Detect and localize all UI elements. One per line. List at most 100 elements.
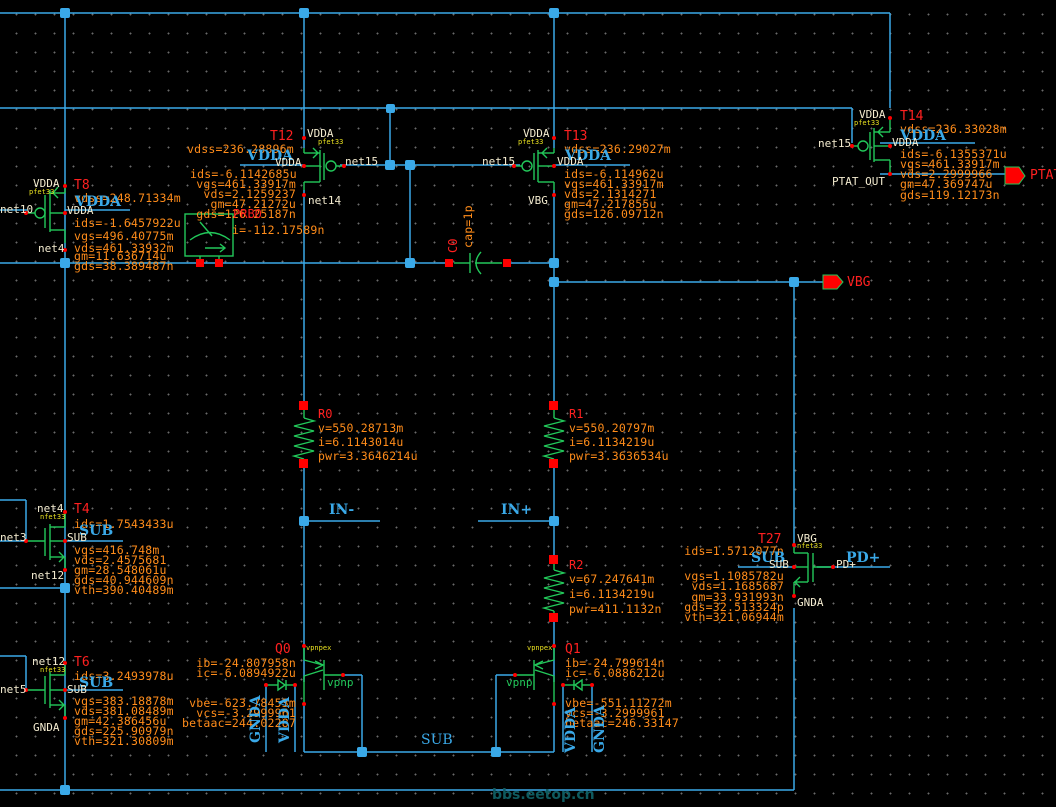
terminal [299,459,308,468]
t14-gate-net: net15 [818,137,852,150]
pin-ptat-label[interactable]: PTAT [1030,168,1056,183]
transistor-T13[interactable] [514,147,555,190]
t12-vgs: vgs=461.33917m [196,177,296,191]
probe-PRB0[interactable] [184,213,234,263]
t14-vdss: vdss=236.33028m [900,122,1007,136]
junction [405,160,415,170]
resistor-R0[interactable] [291,410,317,466]
t13-vdss: vdss=236.29027m [564,142,671,156]
t8-ids: ids=-1.6457922u [74,216,181,230]
t6-instance-name[interactable]: T6 [74,655,90,670]
t4-wire-label[interactable]: SUB [79,523,114,539]
t27-source-net: GNDA [797,596,824,609]
t12-gm: gm=47.21272u [210,197,296,211]
transistor-T8[interactable] [27,183,66,243]
sub-net-label[interactable]: SUB [421,732,453,748]
t13-bulk-net: VDDA [557,155,584,168]
t8-source-net: VDDA [33,177,60,190]
t6-ids: ids=3.2493978u [74,669,174,683]
transistor-T12[interactable] [303,147,344,190]
q1-gnda-label[interactable]: GNDA [592,705,608,753]
q0-model: vpnpex [306,644,332,652]
t27-wire-label[interactable]: SUB [751,550,786,566]
junction [549,277,559,287]
transistor-T6[interactable] [26,663,66,718]
t6-gds: gds=225.90979n [74,724,174,738]
pd-plus-label[interactable]: PD+ [846,550,881,566]
t8-model: pfet33 [29,188,55,196]
in-minus-label[interactable]: IN- [329,502,355,518]
transistor-T4[interactable] [26,512,66,570]
transistor-T14[interactable] [852,118,891,174]
junction [60,258,70,268]
probe-current: i=-112.17589n [232,223,325,237]
t14-drain-net: PTAT_OUT [832,175,885,188]
t14-wire-label[interactable]: VDDA [900,128,947,144]
junction [549,516,559,526]
t13-gds: gds=126.09712n [564,207,664,221]
watermark: bbs.eetop.cn [492,787,595,803]
pin-ptat-shape[interactable] [1004,166,1026,185]
transistor-T27[interactable] [793,545,833,596]
q1-betaac: betaac=246.33147 [565,716,679,730]
t27-vds: vds=1.1685687 [691,579,784,593]
resistor-R2[interactable] [541,562,567,620]
t13-wire-label[interactable]: VDDA [565,148,612,164]
terminal [196,259,204,267]
t27-vgs: vgs=1.1085782u [684,569,784,583]
t8-wire-label[interactable]: VDDA [75,194,122,210]
t14-bulk-net: VDDA [892,136,919,149]
t13-instance-name[interactable]: T13 [564,129,588,144]
c0-instance-name[interactable]: C0 [446,238,460,253]
pin-vbg-label[interactable]: VBG [847,275,871,290]
bjt-Q1[interactable] [515,648,592,704]
t12-model: pfet33 [318,138,344,146]
junction [299,516,309,526]
t27-instance-name[interactable]: T27 [758,532,782,547]
r0-current: i=6.1143014u [318,435,404,449]
q0-gnda-label[interactable]: GNDA [248,695,264,743]
in-plus-label[interactable]: IN+ [501,502,533,518]
t4-instance-name[interactable]: T4 [74,502,90,517]
t12-drain-net: net14 [308,194,342,207]
probe-name[interactable]: PRB0 [233,207,262,221]
t12-instance-name[interactable]: T12 [270,129,294,144]
r1-instance-name[interactable]: R1 [569,407,584,421]
q1-vdda-label[interactable]: VDDA [563,706,579,753]
terminal [549,459,558,468]
t8-instance-name[interactable]: T8 [74,178,90,193]
r0-instance-name[interactable]: R0 [318,407,333,421]
t12-vds: vds=2.1259237 [203,187,296,201]
junction [491,747,501,757]
t13-drain-net: VBG [528,194,548,207]
t6-gate-net: net5 [0,683,27,696]
t13-gate-net: net15 [482,155,516,168]
t14-source-net: VDDA [859,108,886,121]
c0-cap-value: cap=1p [461,205,475,248]
t4-vth: vth=390.40489m [74,583,174,597]
junction [405,258,415,268]
t12-wire-label[interactable]: VDDA [247,148,294,164]
pin-vbg-shape[interactable] [822,274,844,290]
terminal [299,401,308,410]
t27-ids: ids=1.5712077n [684,544,784,558]
q0-vdda-label[interactable]: VDDA [277,696,293,743]
t14-model: pfet33 [854,119,880,127]
q1-vcs: vcs=-3.2999961 [565,706,665,720]
t4-model: nfet33 [40,513,66,521]
resistor-R1[interactable] [541,410,567,466]
t4-vgs: vgs=416.748m [74,543,160,557]
capacitor-C0[interactable] [454,251,502,275]
q0-instance-name[interactable]: Q0 [275,642,291,657]
q1-instance-name[interactable]: Q1 [565,642,581,657]
terminal [549,401,558,410]
q0-ic: ic=-6.0894922u [196,666,296,680]
junction [385,160,395,170]
t6-wire-label[interactable]: SUB [79,675,114,691]
t4-bulk-net: SUB [67,531,87,544]
t8-vdss: vdss=248.71334m [74,191,181,205]
r2-instance-name[interactable]: R2 [569,558,584,572]
t14-instance-name[interactable]: T14 [900,109,924,124]
